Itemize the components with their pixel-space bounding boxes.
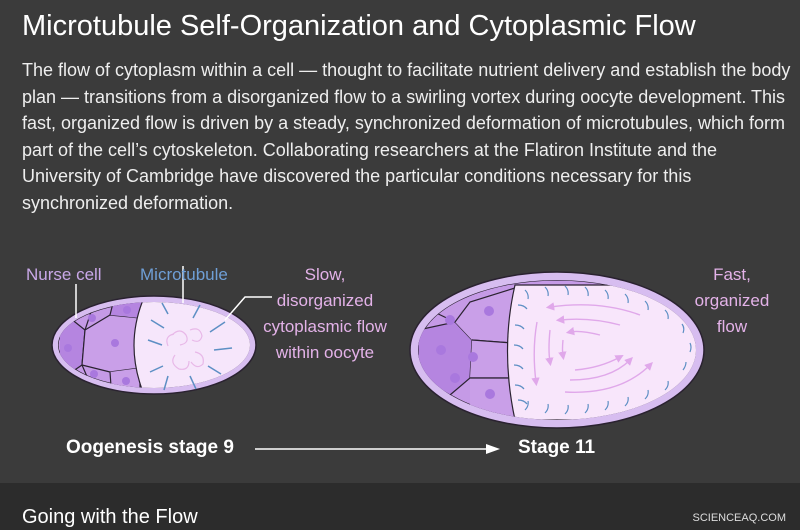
intro-paragraph: The flow of cytoplasm within a cell — th… bbox=[22, 60, 791, 213]
nurse-cell-label: Nurse cell bbox=[26, 265, 102, 284]
slow-flow-label: Slow, disorganized cytoplasmic flow with… bbox=[263, 265, 387, 362]
microtubule-label: Microtubule bbox=[140, 265, 228, 284]
stage11-egg-chamber bbox=[409, 271, 705, 429]
fast-flow-label: Fast, organized flow bbox=[694, 265, 770, 336]
vortex-flow-arrows bbox=[531, 302, 653, 393]
stage9-label: Oogenesis stage 9 bbox=[66, 437, 234, 458]
section-heading: Going with the Flow bbox=[22, 506, 198, 528]
microtubules bbox=[147, 302, 233, 391]
watermark: SCIENCEAQ.COM bbox=[692, 512, 786, 524]
disorganized-flow-swirls bbox=[166, 328, 204, 370]
stage11-label: Stage 11 bbox=[518, 437, 596, 458]
microtubule-carpet bbox=[513, 285, 692, 415]
nurse-cell-nuclei bbox=[64, 306, 131, 385]
stage9-egg-chamber bbox=[51, 266, 272, 395]
page-title: Microtubule Self-Organization and Cytopl… bbox=[22, 10, 696, 42]
section-band bbox=[0, 483, 800, 530]
progression-arrow bbox=[255, 444, 500, 454]
oocyte-diagram bbox=[51, 266, 705, 454]
